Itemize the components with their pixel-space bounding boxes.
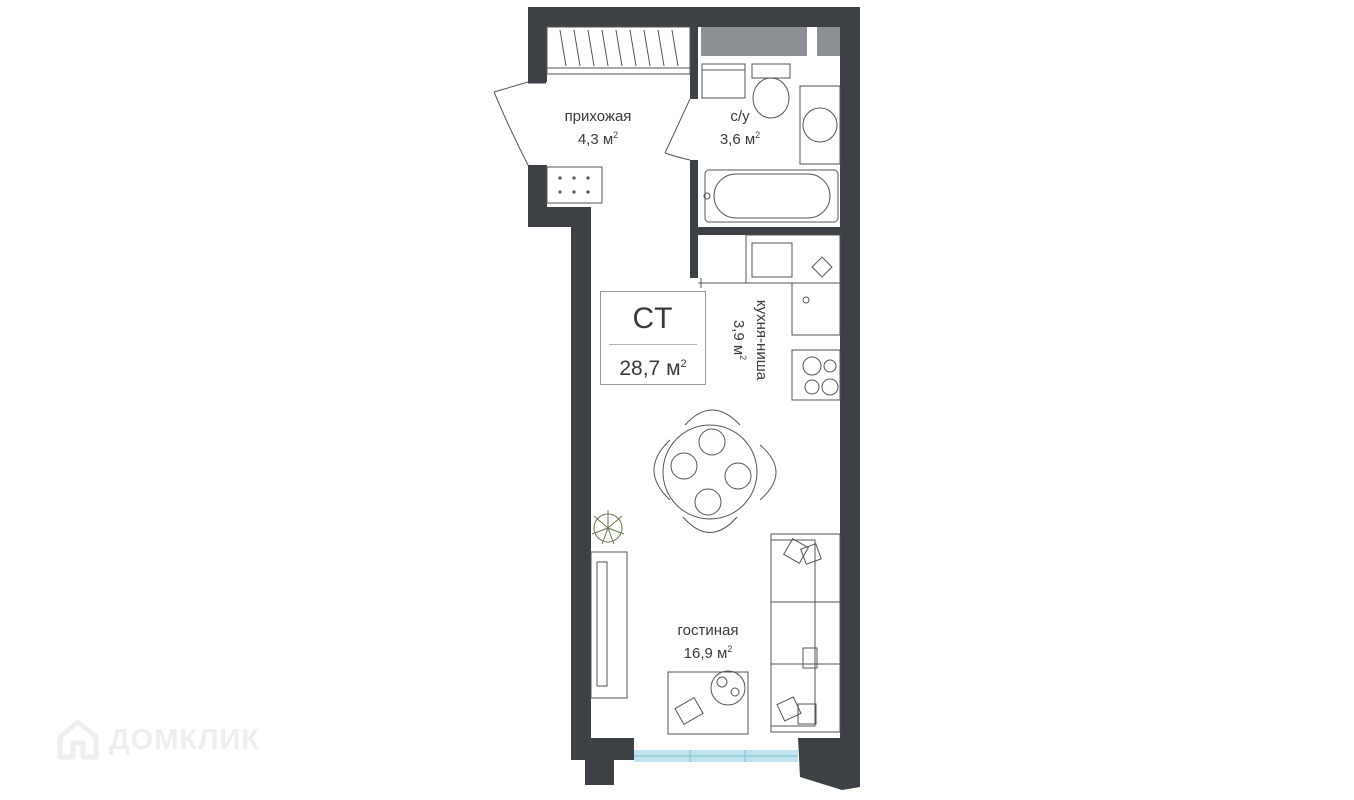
apartment-summary: СТ 28,7 м2 bbox=[600, 291, 706, 385]
watermark: ДОМКЛИК bbox=[55, 714, 260, 766]
room-name: гостиная bbox=[677, 622, 739, 639]
room-name: прихожая bbox=[564, 108, 632, 125]
shoe-cabinet bbox=[546, 166, 603, 204]
kitchen-units bbox=[698, 234, 841, 401]
room-area: 16,9 м2 bbox=[683, 644, 733, 662]
ventilation-shaft-small bbox=[817, 27, 840, 56]
divider bbox=[609, 344, 697, 345]
house-logo-icon bbox=[57, 719, 99, 760]
room-area: 4,3 м2 bbox=[577, 130, 619, 148]
room-label-bathroom: с/у 3,6 м2 bbox=[700, 107, 780, 149]
bathroom-door bbox=[664, 98, 691, 161]
tv-unit bbox=[590, 551, 628, 699]
entrance-door bbox=[493, 80, 546, 166]
room-name: с/у bbox=[730, 108, 750, 125]
plant bbox=[591, 510, 625, 545]
sofa bbox=[770, 533, 841, 733]
ventilation-shaft bbox=[701, 27, 807, 56]
room-label-hallway: прихожая 4,3 м2 bbox=[548, 107, 648, 149]
dining-table bbox=[653, 409, 777, 533]
window bbox=[634, 750, 798, 762]
room-label-kitchen: кухня-ниша 3,9 м2 bbox=[729, 260, 771, 420]
watermark-text: ДОМКЛИК bbox=[109, 723, 260, 756]
room-area: 3,9 м2 bbox=[730, 319, 748, 361]
walls bbox=[528, 7, 860, 790]
bathroom-fixtures bbox=[701, 63, 841, 223]
apartment-type: СТ bbox=[632, 302, 674, 335]
room-name: кухня-ниша bbox=[753, 299, 770, 381]
coffee-table bbox=[667, 670, 749, 735]
room-label-living: гостиная 16,9 м2 bbox=[658, 621, 758, 663]
wardrobe bbox=[546, 26, 691, 75]
total-area: 28,7 м2 bbox=[619, 357, 687, 380]
room-area: 3,6 м2 bbox=[719, 130, 761, 148]
